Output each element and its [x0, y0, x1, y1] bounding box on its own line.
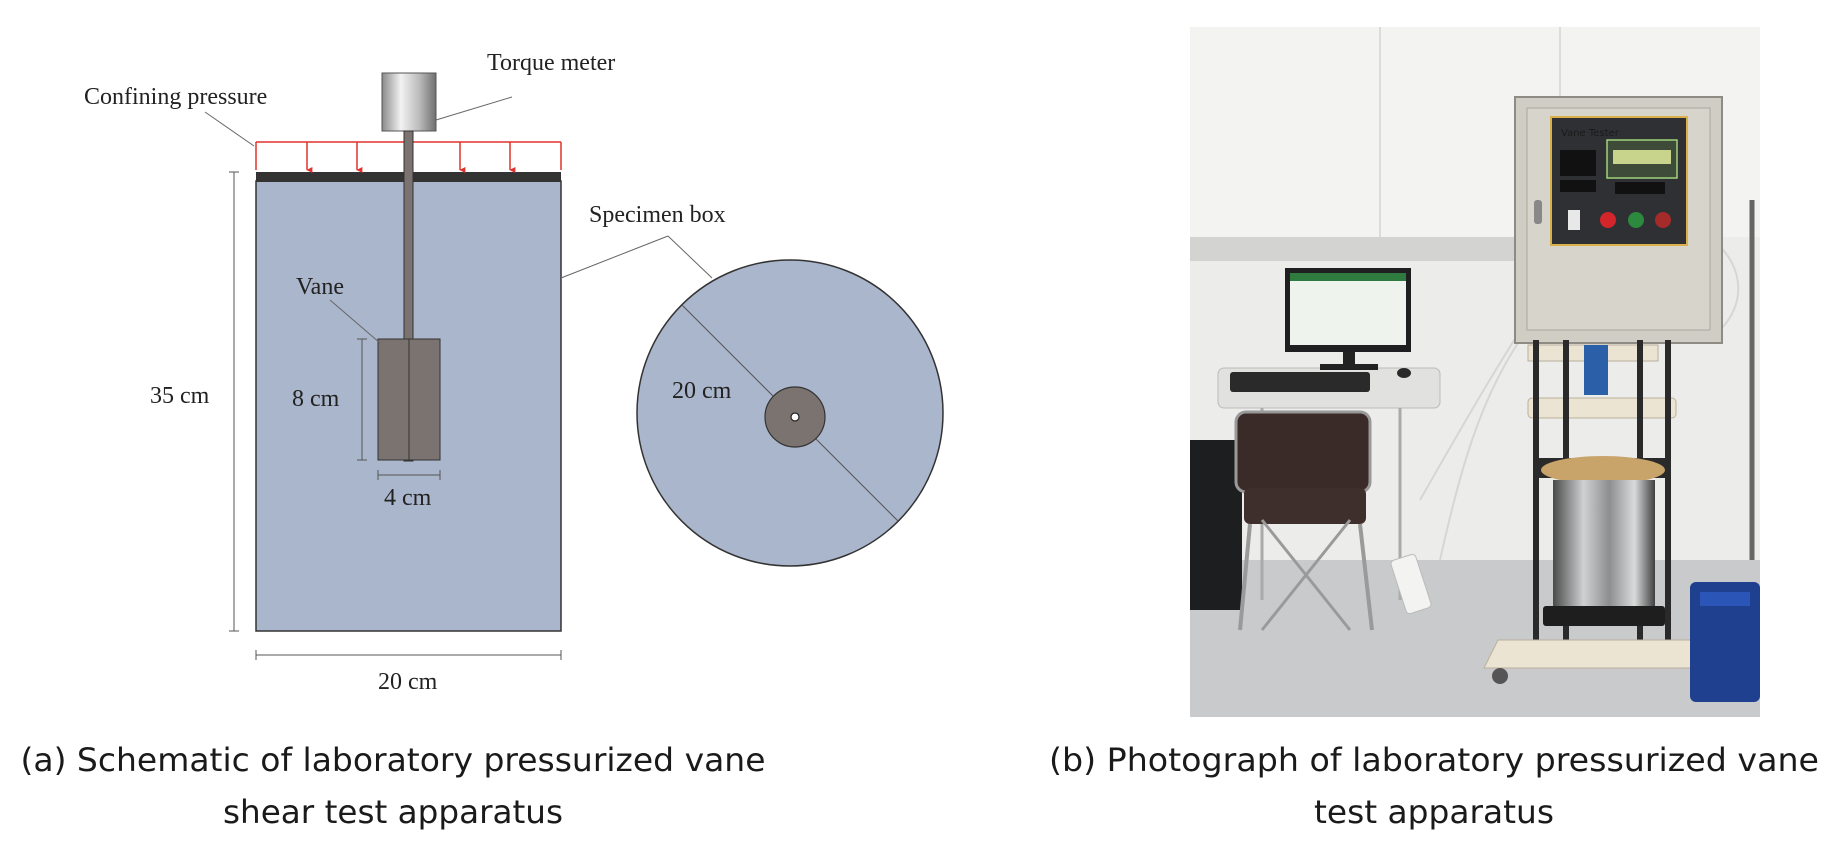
- keyboard-icon: [1230, 372, 1370, 392]
- shaft-top: [790, 412, 800, 422]
- label-confining-pressure: Confining pressure: [84, 84, 267, 110]
- control-cabinet: Vane Tester: [1514, 96, 1723, 344]
- caption-b-line2: test apparatus: [1314, 793, 1554, 831]
- reset-button-icon: [1655, 212, 1671, 228]
- power-strip: [1390, 553, 1432, 615]
- test-frame: [1483, 340, 1726, 684]
- start-button-icon: [1628, 212, 1644, 228]
- pressure-chamber: [1553, 480, 1655, 610]
- panel-label: Vane Tester: [1561, 128, 1620, 139]
- label-diameter: 20 cm: [672, 378, 732, 404]
- label-height: 35 cm: [150, 383, 210, 409]
- leader-lines: [204, 96, 713, 344]
- label-torque-meter: Torque meter: [487, 50, 615, 76]
- label-specimen-box: Specimen box: [589, 202, 726, 228]
- mouse-icon: [1397, 368, 1411, 378]
- schematic: Torque meter Confining pressure Specimen…: [84, 50, 944, 695]
- chair-icon: [1234, 410, 1374, 631]
- label-box-width: 20 cm: [378, 669, 438, 695]
- stop-button-icon: [1600, 212, 1616, 228]
- torque-meter: [381, 72, 437, 132]
- vane-shaft: [403, 130, 414, 462]
- toolbox: [1690, 582, 1760, 702]
- caption-a-line2: shear test apparatus: [223, 793, 563, 831]
- caption-a-line1: (a) Schematic of laboratory pressurized …: [21, 741, 766, 779]
- photograph: Vane Tester: [1190, 27, 1760, 717]
- label-vane-width: 4 cm: [384, 485, 432, 511]
- dimension-lines: [229, 171, 562, 660]
- equipment-case: [1190, 440, 1242, 610]
- label-vane: Vane: [296, 274, 344, 300]
- label-vane-height: 8 cm: [292, 386, 340, 412]
- photo-floor: [1190, 560, 1760, 717]
- monitor-icon: [1285, 268, 1411, 370]
- caption-b-line1: (b) Photograph of laboratory pressurized…: [1049, 741, 1819, 779]
